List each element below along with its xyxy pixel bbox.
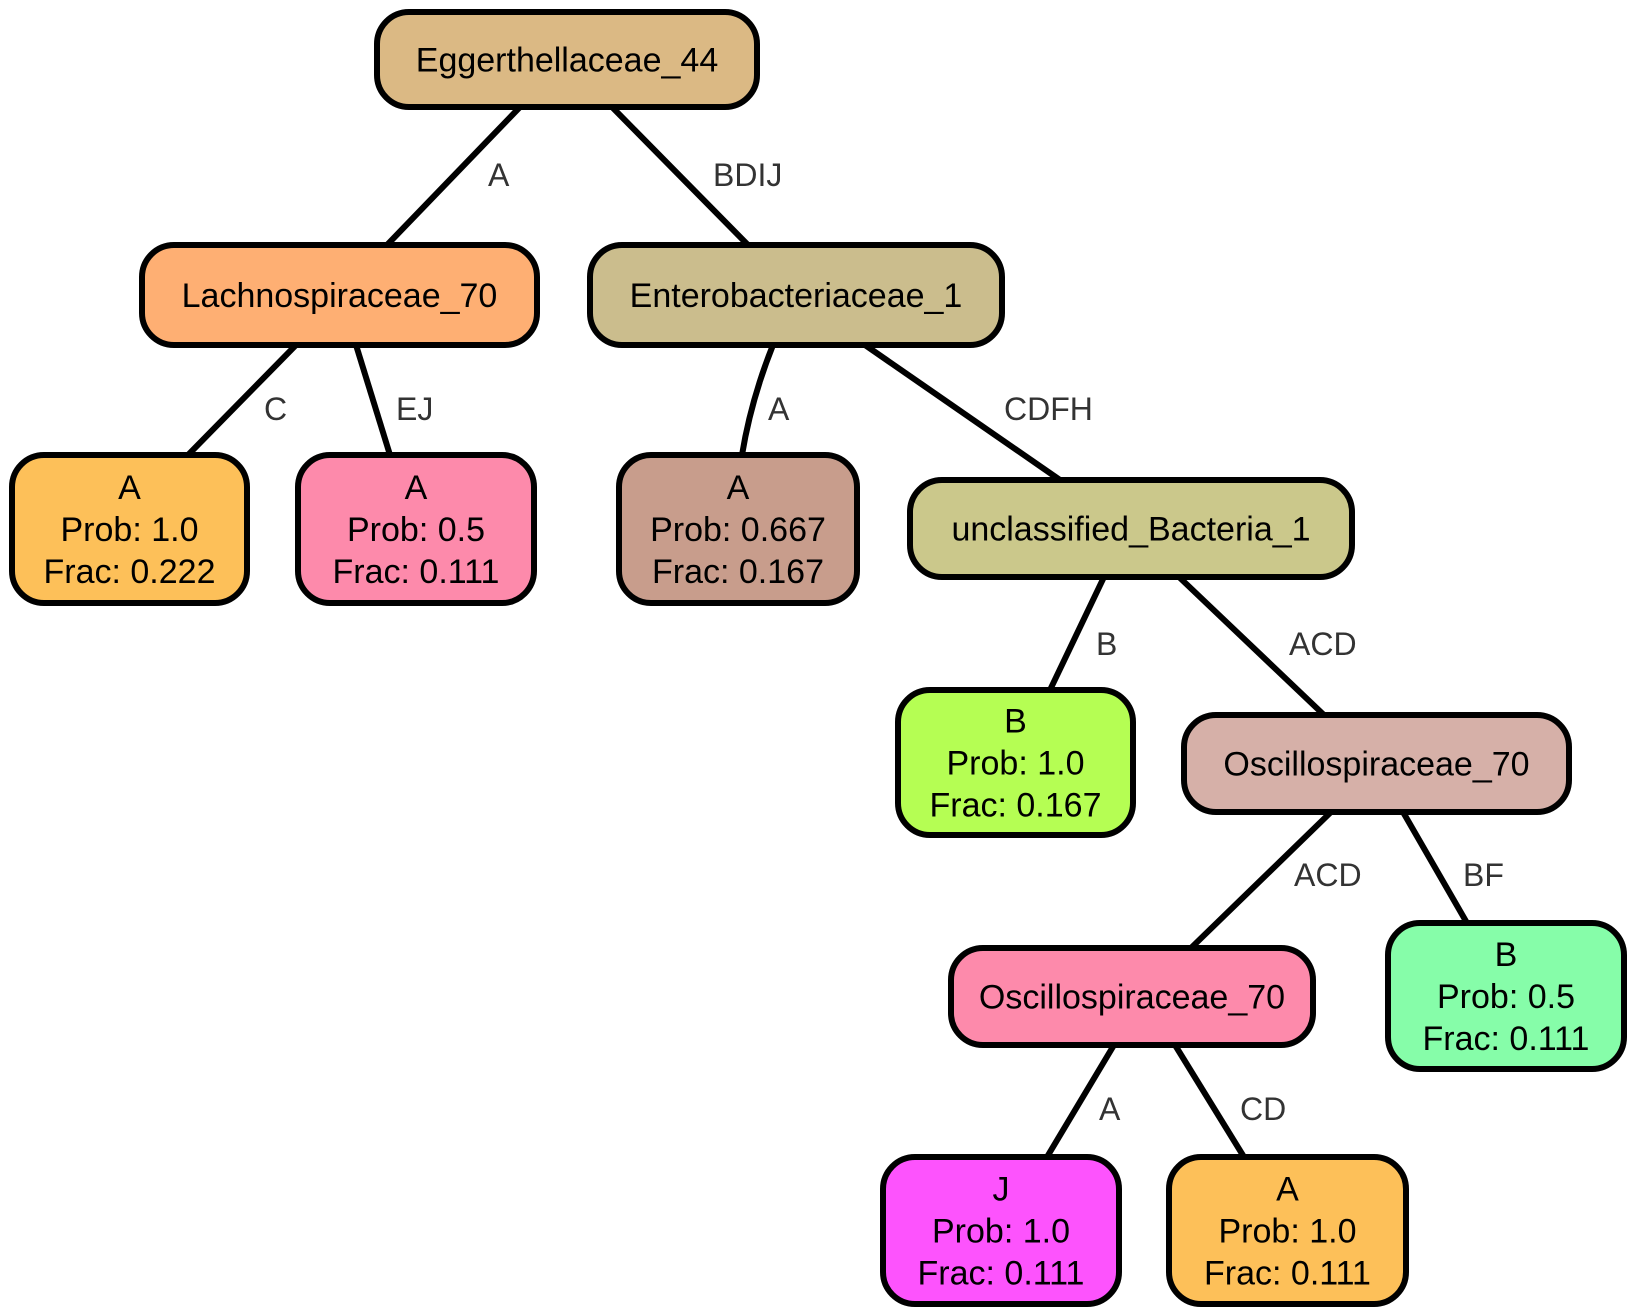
edge-line [1172, 1043, 1247, 1159]
node-name-label: Lachnospiraceae_70 [182, 277, 498, 315]
edge-osc2-to-leaf_osc2_a: A [1044, 1043, 1121, 1159]
node-prob-label: Prob: 1.0 [1219, 1213, 1357, 1251]
edge-label: A [488, 157, 510, 193]
node-lach: Lachnospiraceae_70 [139, 242, 540, 348]
edge-label: A [1099, 1091, 1121, 1127]
edge-label: C [264, 391, 287, 427]
node-entero: Enterobacteriaceae_1 [587, 242, 1005, 348]
node-class-label: B [1495, 936, 1518, 974]
edge-root-to-entero: BDIJ [609, 104, 782, 248]
edge-label: BDIJ [713, 157, 782, 193]
node-frac-label: Frac: 0.111 [1204, 1255, 1371, 1293]
node-prob-label: Prob: 1.0 [947, 745, 1085, 783]
node-box [616, 452, 860, 606]
node-name-label: Oscillospiraceae_70 [1223, 746, 1529, 784]
node-class-label: A [405, 469, 428, 507]
edge-uncl-to-leaf_uncl_b: B [1047, 575, 1117, 692]
node-frac-label: Frac: 0.222 [44, 553, 216, 591]
edge-line [609, 104, 751, 248]
node-box [1166, 1154, 1409, 1307]
node-frac-label: Frac: 0.167 [930, 787, 1102, 825]
node-prob-label: Prob: 1.0 [61, 511, 199, 549]
edge-entero-to-uncl: CDFH [863, 342, 1093, 483]
edge-line [1176, 574, 1327, 718]
edge-osc1-to-osc2: ACD [1188, 809, 1362, 951]
node-box [948, 945, 1316, 1048]
edge-label: BF [1463, 857, 1504, 893]
edge-line [185, 342, 299, 458]
edge-lach-to-leaf_lach_c: C [185, 342, 299, 458]
edge-label: ACD [1289, 626, 1357, 662]
node-class-label: A [118, 469, 141, 507]
node-frac-label: Frac: 0.167 [652, 553, 824, 591]
edge-label: CDFH [1004, 391, 1093, 427]
node-prob-label: Prob: 0.5 [347, 511, 485, 549]
edge-label: ACD [1294, 857, 1362, 893]
edge-label: A [768, 391, 790, 427]
node-box [9, 452, 250, 606]
node-osc1: Oscillospiraceae_70 [1181, 712, 1572, 815]
edge-line [384, 104, 523, 248]
node-root: Eggerthellaceae_44 [374, 9, 760, 110]
node-uncl: unclassified_Bacteria_1 [907, 477, 1355, 580]
node-prob-label: Prob: 1.0 [932, 1213, 1070, 1251]
node-class-label: A [1276, 1171, 1299, 1209]
edge-line [863, 342, 1062, 483]
node-box [139, 242, 540, 348]
edge-line [1047, 575, 1107, 692]
edge-line [353, 344, 393, 456]
node-box [295, 452, 537, 606]
node-frac-label: Frac: 0.111 [918, 1255, 1085, 1293]
node-box [1181, 712, 1572, 815]
node-name-label: Eggerthellaceae_44 [416, 42, 718, 80]
node-frac-label: Frac: 0.111 [333, 553, 500, 591]
node-prob-label: Prob: 0.667 [650, 511, 826, 549]
edge-line [1044, 1043, 1117, 1159]
edge-line [739, 343, 776, 456]
edge-line [1400, 810, 1470, 925]
node-name-label: unclassified_Bacteria_1 [951, 511, 1310, 549]
node-class-label: A [727, 469, 750, 507]
node-prob-label: Prob: 0.5 [1437, 978, 1575, 1016]
edge-uncl-to-osc1: ACD [1176, 574, 1357, 718]
node-box [880, 1154, 1122, 1307]
node-osc2: Oscillospiraceae_70 [948, 945, 1316, 1048]
node-box [895, 687, 1136, 838]
edge-osc1-to-leaf_osc1_bf: BF [1400, 810, 1504, 925]
node-frac-label: Frac: 0.111 [1423, 1020, 1590, 1058]
edge-entero-to-leaf_entero_a: A [739, 343, 790, 456]
node-name-label: Oscillospiraceae_70 [979, 979, 1285, 1017]
node-class-label: B [1004, 703, 1027, 741]
edge-line [1188, 809, 1334, 951]
node-box [907, 477, 1355, 580]
node-box [374, 9, 760, 110]
node-name-label: Enterobacteriaceae_1 [630, 277, 963, 315]
edge-osc2-to-leaf_osc2_cd: CD [1172, 1043, 1286, 1159]
node-box [1385, 920, 1627, 1072]
edge-label: B [1096, 626, 1117, 662]
node-box [587, 242, 1005, 348]
edge-label: CD [1240, 1091, 1286, 1127]
node-class-label: J [993, 1171, 1010, 1209]
edge-label: EJ [396, 391, 433, 427]
edge-lach-to-leaf_lach_ej: EJ [353, 344, 433, 456]
edge-root-to-lach: A [384, 104, 523, 248]
